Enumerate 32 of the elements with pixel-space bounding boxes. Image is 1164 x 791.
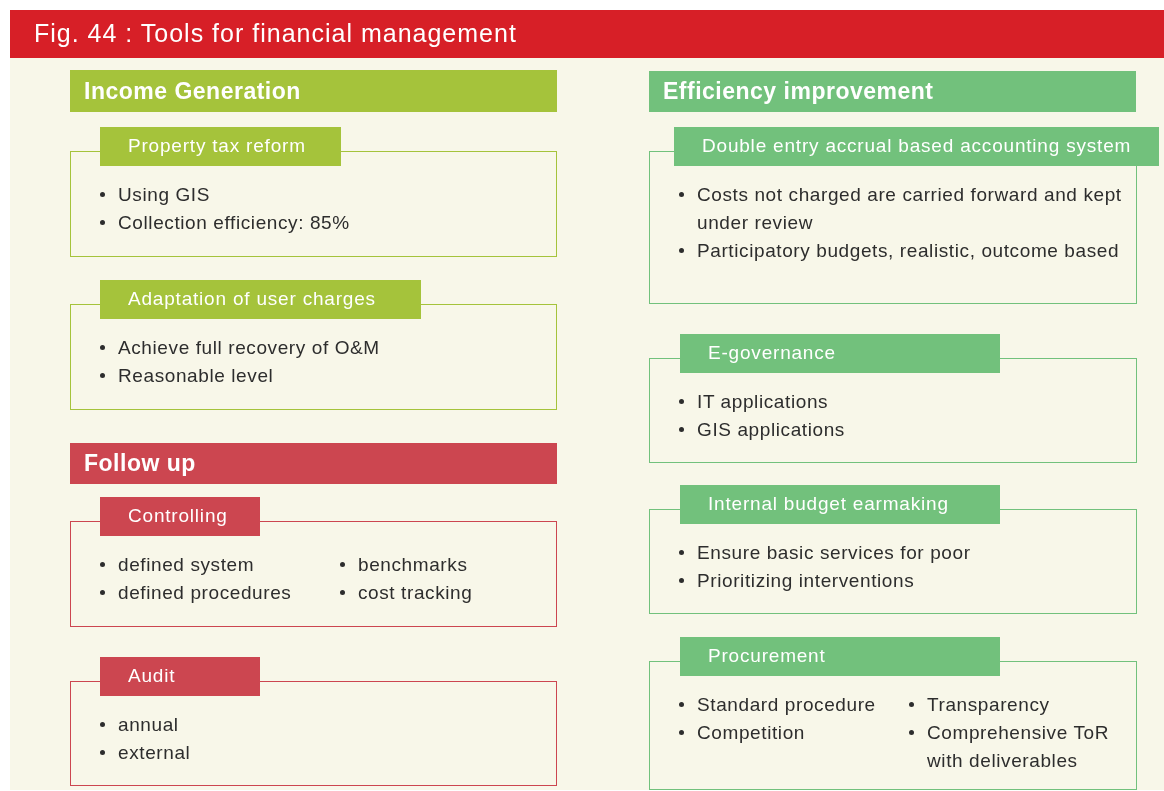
list-item: IT applications	[697, 390, 829, 414]
tab-label: Property tax reform	[100, 127, 341, 166]
list-item: Prioritizing interventions	[697, 569, 915, 593]
tab-label: Controlling	[100, 497, 260, 536]
list-item: cost tracking	[358, 581, 473, 605]
tab-label: Audit	[100, 657, 260, 696]
list-item: annual	[118, 713, 179, 737]
list-item: Standard procedure	[697, 693, 876, 717]
list-item: Comprehensive ToR with deliverables	[927, 721, 1110, 773]
tab-label: Adaptation of user charges	[100, 280, 421, 319]
tab-label: Procurement	[680, 637, 1000, 676]
list-item: GIS applications	[697, 418, 845, 442]
list-item: Participatory budgets, realistic, outcome based	[697, 239, 1120, 263]
list-item: Competition	[697, 721, 805, 745]
list-item: defined system	[118, 553, 255, 577]
section-header: Efficiency improvement	[649, 71, 1136, 112]
list-item: Collection efficiency: 85%	[118, 211, 350, 235]
list-item: Transparency	[927, 693, 1050, 717]
list-item: defined procedures	[118, 581, 292, 605]
list-item: benchmarks	[358, 553, 468, 577]
section-header: Follow up	[70, 443, 557, 484]
list-item: Ensure basic services for poor	[697, 541, 971, 565]
list-item: Costs not charged are carried forward and kept under review	[697, 183, 1123, 235]
tab-label: E-governance	[680, 334, 1000, 373]
list-item: external	[118, 741, 191, 765]
tab-label: Double entry accrual based accounting system	[674, 127, 1160, 166]
section-header: Income Generation	[70, 70, 557, 112]
list-item: Using GIS	[118, 183, 210, 207]
list-item: Achieve full recovery of O&M	[118, 336, 380, 360]
tab-label: Internal budget earmaking	[680, 485, 1000, 524]
title-bar: Fig. 44 : Tools for financial management	[10, 10, 1164, 58]
list-item: Reasonable level	[118, 364, 274, 388]
